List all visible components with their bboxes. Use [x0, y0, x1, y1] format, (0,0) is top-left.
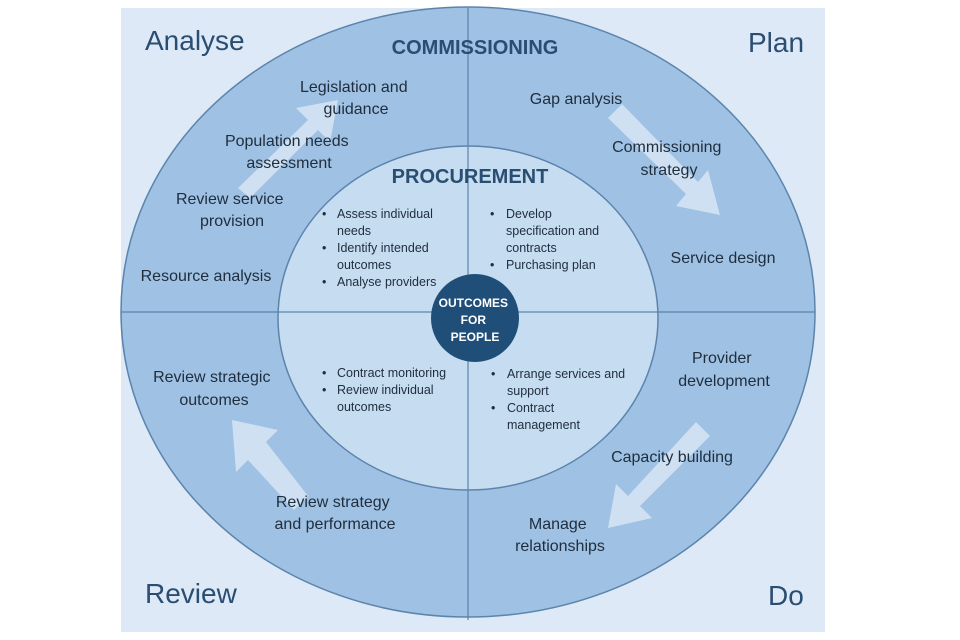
inner-line: Analyse providers [337, 275, 436, 289]
outer-review-2: Review strategy and performance [275, 494, 396, 533]
outer-line: guidance [324, 101, 389, 118]
inner-line: management [507, 418, 580, 432]
bullet-icon: • [491, 367, 495, 381]
outer-analyse-2: Population needs assessment [225, 133, 353, 172]
inner-line: Contract monitoring [337, 366, 446, 380]
inner-line: outcomes [337, 258, 391, 272]
inner-item: Analyse providers [337, 275, 436, 289]
outer-line: Population needs [225, 133, 349, 150]
inner-line: Identify intended [337, 241, 429, 255]
outer-review-1: Review strategic outcomes [153, 369, 275, 409]
procurement-title: PROCUREMENT [392, 166, 549, 188]
inner-line: support [507, 384, 549, 398]
cycle-arrows [232, 100, 720, 528]
inner-do-list: • Arrange services and support • Contract… [491, 367, 625, 432]
corner-analyse: Analyse [145, 25, 245, 56]
outer-line: Provider [692, 350, 752, 367]
inner-item: Develop specification and contracts [506, 207, 599, 255]
inner-line: Purchasing plan [506, 258, 596, 272]
inner-item: Contract management [507, 401, 580, 432]
outer-plan-1: Gap analysis [530, 91, 623, 108]
outer-line: Capacity building [611, 449, 733, 466]
inner-analyse-list: • Assess individual needs • Identify inte… [322, 207, 436, 289]
bullet-icon: • [490, 258, 494, 272]
hub-label: OUTCOMES FOR PEOPLE [439, 296, 512, 344]
outer-line: Legislation and [300, 79, 408, 96]
inner-line: outcomes [337, 400, 391, 414]
outer-plan-3: Service design [671, 250, 776, 267]
outer-line: Service design [671, 250, 776, 267]
outer-line: strategy [641, 162, 698, 179]
review-arrow-icon [232, 420, 308, 510]
inner-line: specification and [506, 224, 599, 238]
inner-item: Arrange services and support [507, 367, 625, 398]
inner-line: Review individual [337, 383, 434, 397]
bullet-icon: • [322, 275, 326, 289]
inner-item: Review individual outcomes [337, 383, 434, 414]
hub-line: PEOPLE [451, 330, 500, 344]
outer-do-2: Capacity building [611, 449, 733, 466]
inner-line: Assess individual [337, 207, 433, 221]
inner-line: needs [337, 224, 371, 238]
outer-line: Review strategic [153, 369, 270, 386]
outer-plan-2: Commissioning strategy [612, 139, 726, 179]
bullet-icon: • [322, 207, 326, 221]
do-arrow-icon [608, 422, 710, 528]
inner-line: contracts [506, 241, 557, 255]
outcomes-hub [431, 274, 519, 362]
outer-do-3: Manage relationships [515, 516, 605, 555]
bullet-icon: • [491, 401, 495, 415]
inner-line: Develop [506, 207, 552, 221]
outer-line: Review service [176, 191, 284, 208]
plan-arrow-icon [608, 104, 720, 215]
outer-analyse-1: Legislation and guidance [300, 79, 412, 118]
outer-line: Review strategy [276, 494, 390, 511]
bullet-icon: • [322, 241, 326, 255]
hub-line: OUTCOMES [439, 296, 508, 310]
outer-line: Resource analysis [141, 268, 272, 285]
outer-line: assessment [246, 155, 332, 172]
inner-line: Arrange services and [507, 367, 625, 381]
outer-line: development [678, 373, 770, 390]
commissioning-title: COMMISSIONING [392, 37, 559, 59]
inner-item: Assess individual needs [337, 207, 433, 238]
corner-do: Do [768, 580, 804, 611]
outer-line: Commissioning [612, 139, 721, 156]
inner-item: Purchasing plan [506, 258, 596, 272]
outer-analyse-4: Resource analysis [141, 268, 272, 285]
corner-review: Review [145, 578, 238, 609]
inner-item: Contract monitoring [337, 366, 446, 380]
inner-line: Contract [507, 401, 555, 415]
outer-line: Manage [529, 516, 587, 533]
bullet-icon: • [322, 366, 326, 380]
bullet-icon: • [322, 383, 326, 397]
inner-item: Identify intended outcomes [337, 241, 429, 272]
outer-do-1: Provider development [678, 350, 770, 390]
outer-line: provision [200, 213, 264, 230]
outer-line: and performance [275, 516, 396, 533]
hub-line: FOR [461, 313, 487, 327]
outer-analyse-3: Review service provision [176, 191, 288, 230]
bullet-icon: • [490, 207, 494, 221]
inner-plan-list: • Develop specification and contracts • Pu… [490, 207, 599, 272]
outer-line: relationships [515, 538, 605, 555]
inner-review-list: • Contract monitoring • Review individua… [322, 366, 446, 414]
outer-line: Gap analysis [530, 91, 623, 108]
corner-plan: Plan [748, 27, 804, 58]
analyse-arrow-icon [238, 100, 338, 198]
outer-line: outcomes [179, 392, 248, 409]
